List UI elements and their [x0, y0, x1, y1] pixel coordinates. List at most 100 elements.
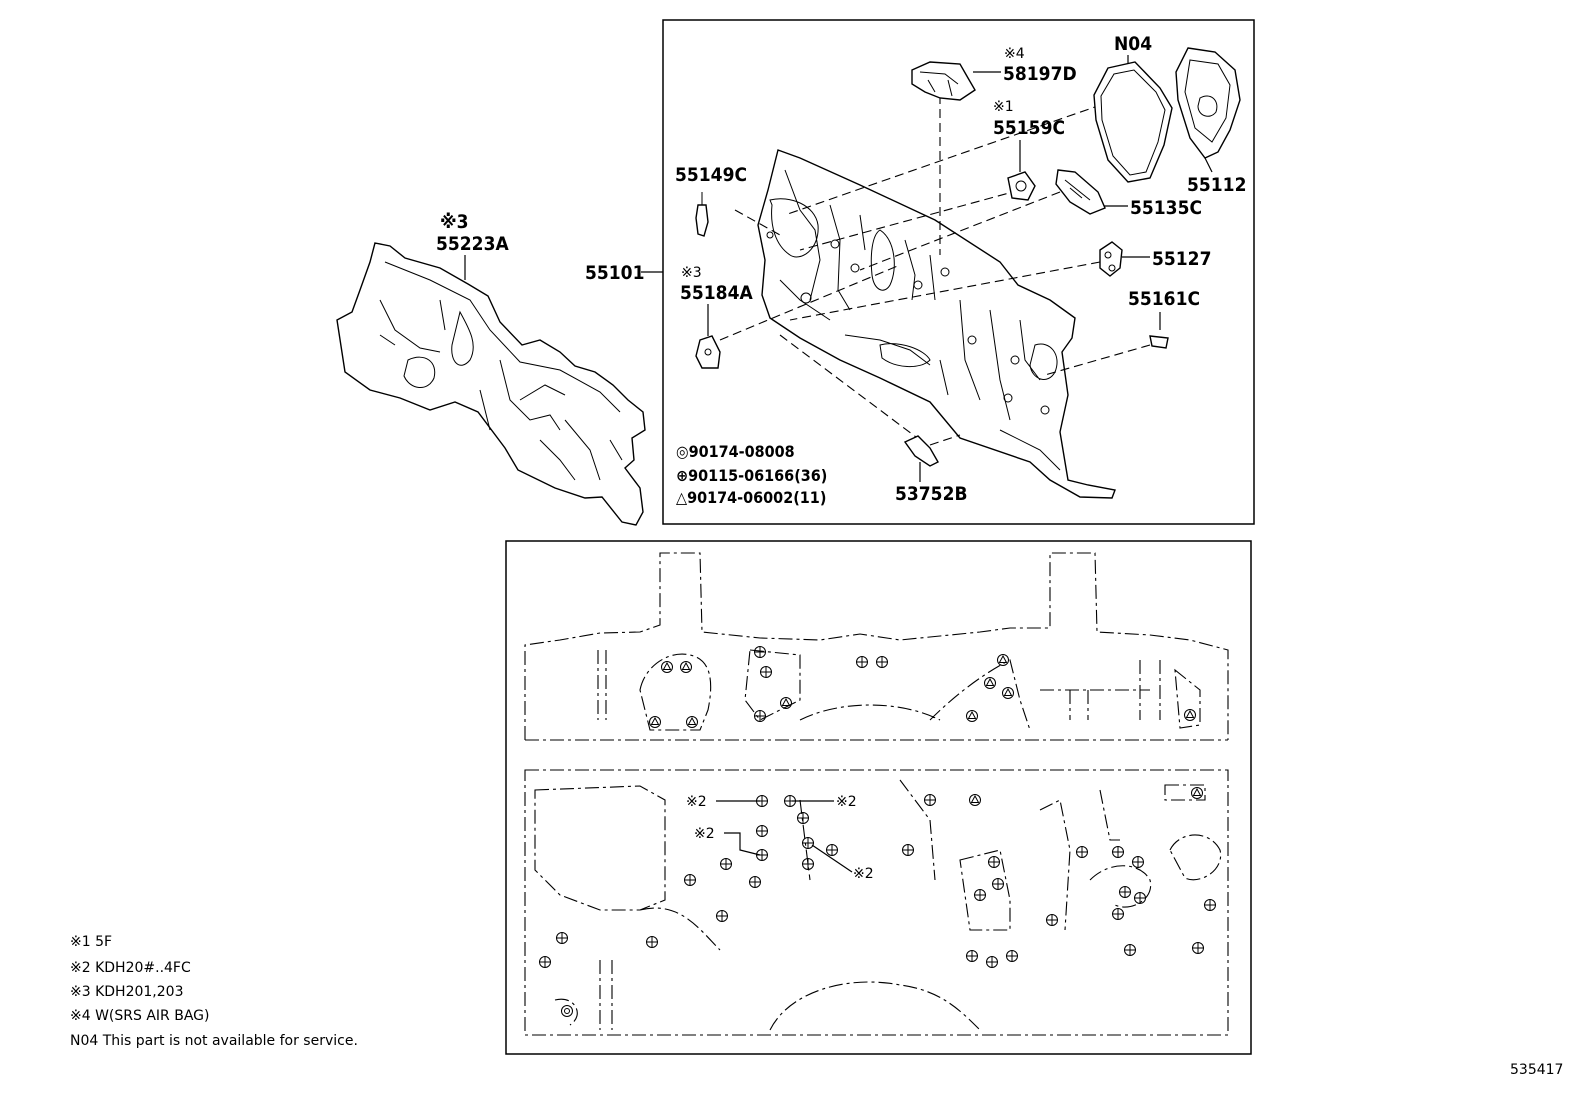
bolt-cross-mark [974, 889, 986, 901]
callout-58197d-mark: ※4 [1004, 46, 1025, 62]
nut-90174-06002-symbol [649, 716, 661, 728]
fastener-legend: ◎90174-08008 ⊕90115-06166(36) △90174-060… [676, 442, 827, 507]
plate-55159c-drawing [1007, 171, 1036, 201]
dash-panel-55101-drawing [757, 149, 1116, 499]
fastener-layout-frame [505, 540, 1252, 1055]
nut-90174-06002-symbol [1184, 709, 1196, 721]
layout-top-fasteners [649, 646, 1196, 728]
nut-90174-06002-symbol [1002, 687, 1014, 699]
nut-triangle-mark [1192, 787, 1202, 796]
bolt-cross-mark [754, 646, 766, 658]
layout-view-top [524, 552, 1229, 741]
figure-id: 535417 [1510, 1062, 1563, 1078]
bolt-cross-mark [802, 858, 814, 870]
callout-55159c: 55159C [993, 117, 1065, 139]
note-2: ※2 KDH20#..4FC [70, 960, 191, 976]
nut-90174-08008-symbol [561, 1005, 573, 1017]
bolt-cross-mark [966, 950, 978, 962]
callout-55184a: 55184A [680, 282, 753, 304]
nut-triangle-mark [1003, 687, 1013, 696]
leader-55112 [1204, 157, 1213, 173]
clip-55149c-drawing [695, 192, 709, 237]
nut-triangle-mark [998, 654, 1008, 663]
nut-inner-ring [564, 1008, 570, 1014]
seal-n04-drawing [1093, 61, 1173, 183]
bolt-cross-mark [802, 837, 814, 849]
bolt-cross-mark [856, 656, 868, 668]
nut-90174-06002-symbol [997, 654, 1009, 666]
bolt-cross-mark [756, 825, 768, 837]
nut-90174-06002-symbol [969, 794, 981, 806]
bolt-cross-mark [876, 656, 888, 668]
callout-55149c: 55149C [675, 164, 747, 186]
callout-55223a: 55223A [436, 233, 509, 255]
layout-view-bottom [524, 769, 1229, 1036]
bolt-cross-mark [539, 956, 551, 968]
layout-mark-2b: ※2 [836, 794, 857, 810]
callout-55135c: 55135C [1130, 197, 1202, 219]
bolt-cross-mark [1134, 892, 1146, 904]
nut-triangle-mark [970, 794, 980, 803]
bracket-53752b-drawing [903, 435, 939, 467]
nut-90174-06002-symbol [984, 677, 996, 689]
nut-triangle-mark [650, 716, 660, 725]
layout-bottom-fasteners [539, 787, 1216, 1017]
note-3: ※3 KDH201,203 [70, 984, 183, 1000]
nut-triangle-mark [1185, 709, 1195, 718]
callout-55161c: 55161C [1128, 288, 1200, 310]
bolt-cross-mark [992, 878, 1004, 890]
bolt-cross-mark [1132, 856, 1144, 868]
nut-90174-06002-symbol [1191, 787, 1203, 799]
bolt-cross-mark [1006, 950, 1018, 962]
nut-triangle-mark [681, 661, 691, 670]
bolt-cross-mark [1112, 846, 1124, 858]
nut-90174-06002-symbol [680, 661, 692, 673]
bolt-cross-mark [1192, 942, 1204, 954]
nut-90174-06002-symbol [686, 716, 698, 728]
bracket-55184a-drawing [695, 335, 721, 369]
fastener-90115-06166: ⊕90115-06166(36) [676, 466, 827, 485]
callout-58197d: 58197D [1003, 63, 1077, 85]
cover-55112-drawing [1175, 47, 1241, 159]
callout-55101: 55101 [585, 262, 644, 284]
bolt-cross-mark [646, 936, 658, 948]
callout-55127: 55127 [1152, 248, 1211, 270]
fastener-90174-06002: △90174-06002(11) [676, 488, 826, 507]
layout-mark-2d: ※2 [853, 866, 874, 882]
nut-90174-06002-symbol [966, 710, 978, 722]
nut-90174-06002-symbol [780, 697, 792, 709]
bolt-cross-mark [1076, 846, 1088, 858]
silencer-55223a-drawing [336, 242, 646, 526]
leader-mark-2d [811, 844, 853, 873]
note-1: ※1 5F [70, 934, 112, 950]
bolt-cross-mark [1119, 886, 1131, 898]
nut-triangle-mark [967, 710, 977, 719]
bolt-cross-mark [749, 876, 761, 888]
bolt-cross-mark [760, 666, 772, 678]
assembly-lines [719, 95, 1151, 446]
bolt-cross-mark [902, 844, 914, 856]
bolt-cross-mark [986, 956, 998, 968]
nut-triangle-mark [781, 697, 791, 706]
note-4: ※4 W(SRS AIR BAG) [70, 1008, 209, 1024]
fastener-90174-08008: ◎90174-08008 [676, 442, 795, 461]
bolt-cross-mark [924, 794, 936, 806]
layout-mark-2a: ※2 [686, 794, 707, 810]
bolt-cross-mark [1204, 899, 1216, 911]
notes-legend: ※1 5F ※2 KDH20#..4FC ※3 KDH201,203 ※4 W(… [70, 934, 358, 1049]
bolt-cross-mark [720, 858, 732, 870]
note-n04: N04 This part is not available for servi… [70, 1033, 358, 1049]
leader-mark-2c [724, 832, 761, 856]
bracket-55127-drawing [1099, 241, 1123, 277]
bolt-cross-mark [754, 710, 766, 722]
callout-n04: N04 [1114, 33, 1152, 55]
callout-55159c-mark: ※1 [993, 99, 1014, 115]
bolt-cross-mark [797, 812, 809, 824]
nut-triangle-mark [985, 677, 995, 686]
bolt-cross-mark [684, 874, 696, 886]
clip-55161c-drawing [1149, 335, 1169, 349]
bolt-cross-mark [716, 910, 728, 922]
layout-mark-2c: ※2 [694, 826, 715, 842]
bolt-cross-mark [1046, 914, 1058, 926]
